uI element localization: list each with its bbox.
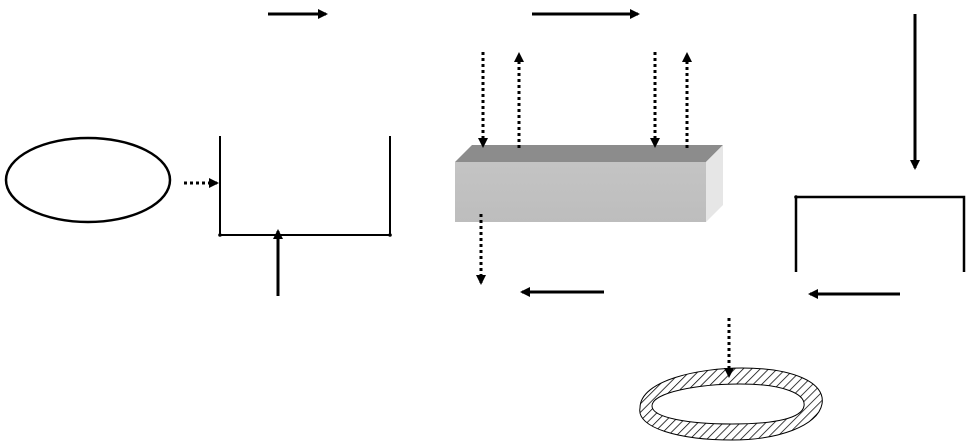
block-front-face	[455, 162, 706, 222]
left-container-corner-dot	[218, 233, 222, 237]
hatched-ring	[639, 367, 823, 441]
block-side-face	[706, 145, 723, 222]
block-top-face	[455, 145, 723, 162]
block-3d	[455, 145, 723, 222]
right-container	[794, 195, 966, 272]
left-container-corner-dot	[388, 233, 392, 237]
right-container-corner-dot	[794, 195, 798, 199]
left-container	[219, 136, 391, 236]
ring-band	[639, 367, 823, 441]
ellipse-node	[4, 136, 172, 224]
